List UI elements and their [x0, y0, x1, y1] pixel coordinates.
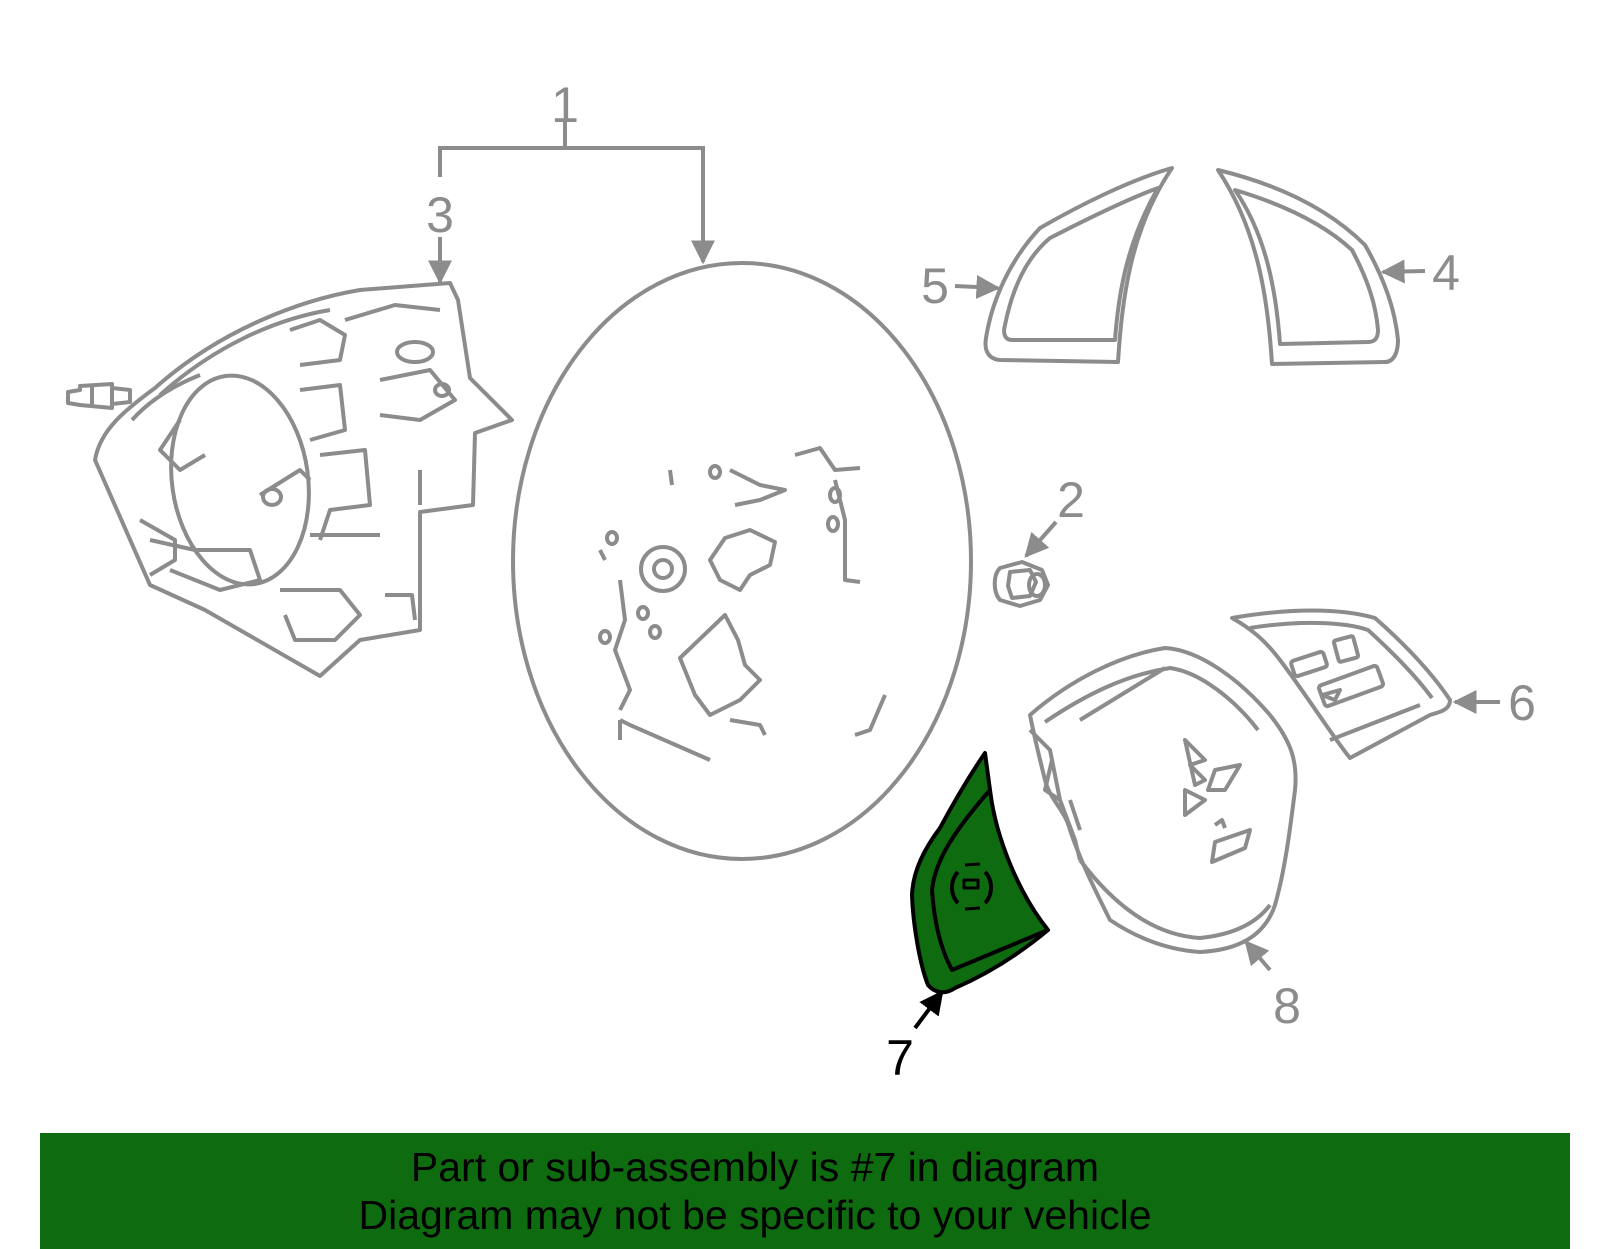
leader-1	[438, 122, 715, 265]
airbag-module-part-8	[1028, 646, 1298, 954]
leader-2	[1024, 520, 1058, 558]
banner-line-disclaimer: Diagram may not be specific to your vehi…	[358, 1192, 1152, 1238]
left-switch-part-7	[910, 751, 1050, 995]
leader-4	[1380, 259, 1426, 284]
callout-4: 4	[1432, 245, 1460, 301]
callout-8: 8	[1273, 978, 1301, 1034]
steering-wheel-frame-part-3	[66, 281, 514, 678]
callout-6: 6	[1508, 675, 1536, 731]
steering-wheel-part-1	[511, 261, 973, 861]
leader-5	[954, 275, 1001, 299]
leader-7	[913, 990, 944, 1030]
callout-2: 2	[1057, 472, 1085, 528]
info-banner: Part or sub-assembly is #7 in diagram Di…	[40, 1133, 1570, 1249]
banner-line-part-number: Part or sub-assembly is #7 in diagram	[410, 1144, 1100, 1190]
callout-3: 3	[426, 187, 454, 243]
nut-part-2	[992, 560, 1050, 608]
callout-7: 7	[886, 1030, 914, 1086]
callout-1: 1	[551, 77, 579, 133]
left-cover-part-5	[983, 166, 1174, 364]
right-switch-part-6	[1230, 608, 1452, 760]
callout-5: 5	[921, 258, 949, 314]
leader-8	[1244, 940, 1272, 972]
right-cover-part-4	[1216, 168, 1400, 366]
